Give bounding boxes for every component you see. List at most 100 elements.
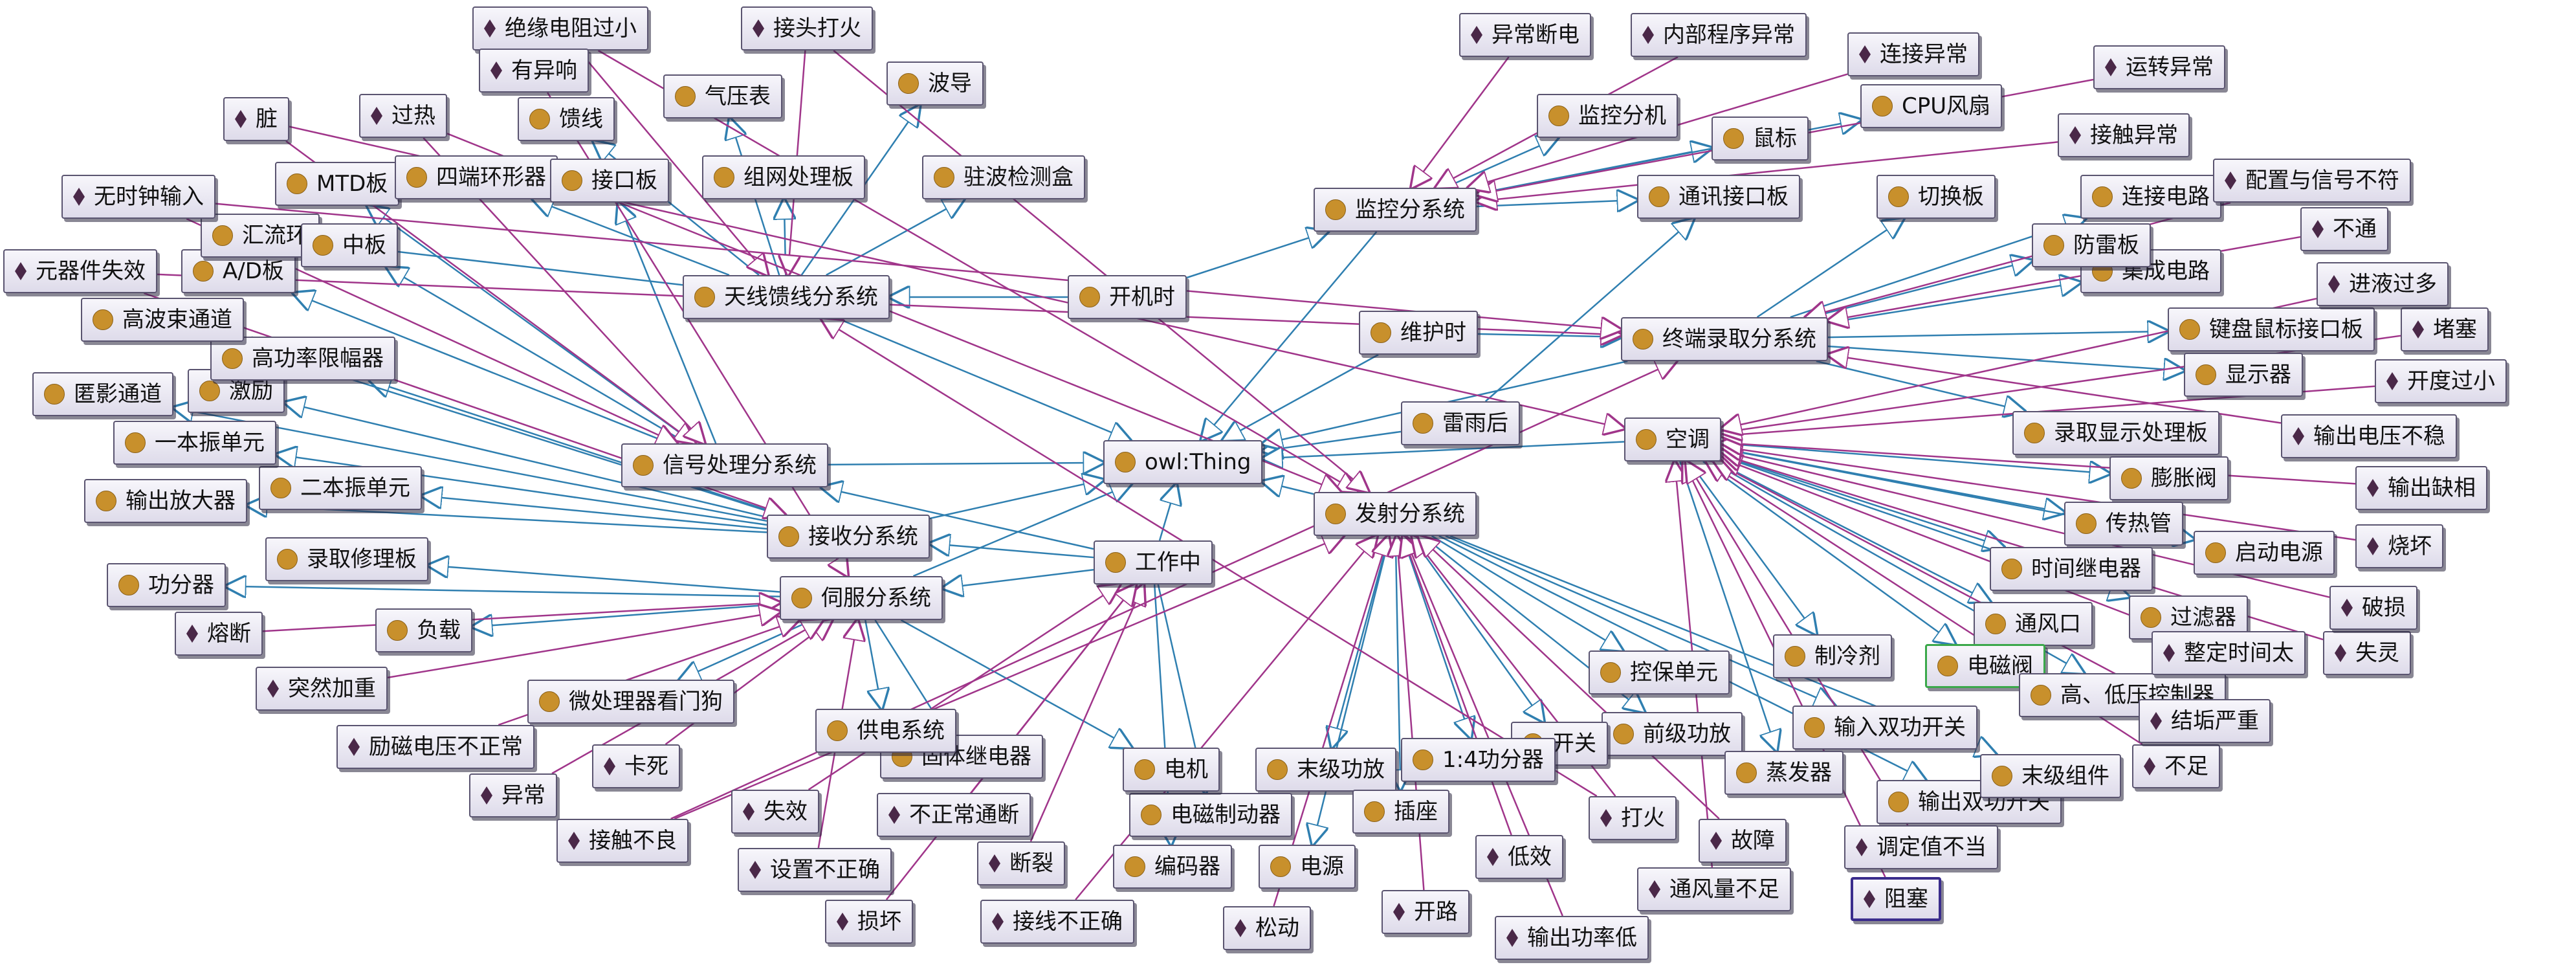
class-node-thing[interactable]: owl:Thing (1103, 440, 1263, 484)
class-node-zhongban[interactable]: 中板 (301, 223, 398, 267)
individual-node-p_kasi[interactable]: 卡死 (592, 744, 680, 788)
class-node-gongfen14[interactable]: 1:4功分器 (1401, 738, 1556, 782)
individual-node-p_buzhengchang[interactable]: 不正常通断 (877, 793, 1031, 837)
individual-node-p_jueyuan[interactable]: 绝缘电阻过小 (472, 6, 648, 50)
class-node-jicheng[interactable]: 集成电路 (2080, 249, 2221, 293)
class-node-qiehuan[interactable]: 切换板 (1877, 175, 1996, 219)
individual-node-p_zang[interactable]: 脏 (223, 97, 289, 141)
individual-node-p_posun[interactable]: 破损 (2329, 586, 2417, 630)
individual-node-p_shezhi[interactable]: 设置不正确 (738, 848, 892, 892)
individual-node-p_kaidu[interactable]: 开度过小 (2375, 359, 2507, 403)
individual-node-p_dusai[interactable]: 堵塞 (2401, 307, 2489, 351)
individual-node-p_yunzhuan[interactable]: 运转异常 (2093, 45, 2225, 89)
class-node-cpufan[interactable]: CPU风扇 (1860, 84, 2003, 128)
individual-node-p_shaohuai[interactable]: 烧坏 (2355, 524, 2443, 568)
individual-node-p_rongduan[interactable]: 熔断 (175, 612, 263, 656)
individual-node-p_jietou[interactable]: 接头打火 (741, 6, 873, 50)
class-node-jianhaofen[interactable]: 监控分机 (1537, 94, 1678, 138)
individual-node-p_buzu[interactable]: 不足 (2132, 744, 2220, 788)
individual-node-p_jiechuyc[interactable]: 接触异常 (2058, 113, 2190, 157)
class-node-kuixian[interactable]: 馈线 (518, 97, 615, 141)
class-node-chazuo[interactable]: 插座 (1352, 790, 1449, 834)
class-node-weichu[interactable]: 微处理器看门狗 (527, 680, 734, 724)
class-node-qianji[interactable]: 前级功放 (1602, 712, 1743, 756)
class-node-tianxian[interactable]: 天线馈线分系统 (683, 275, 890, 319)
individual-node-p_yuanqijian[interactable]: 元器件失效 (3, 249, 157, 293)
class-node-shuru[interactable]: 输入双功开关 (1792, 706, 1977, 750)
individual-node-p_dahuo[interactable]: 打火 (1589, 796, 1677, 840)
individual-node-p_shiling[interactable]: 失灵 (2323, 631, 2411, 675)
class-node-qiyabiao[interactable]: 气压表 (663, 74, 782, 118)
class-node-fuzai[interactable]: 负载 (375, 608, 472, 652)
individual-node-p_yichangdd[interactable]: 异常断电 (1459, 13, 1591, 57)
individual-node-p_neibu[interactable]: 内部程序异常 (1631, 13, 1807, 57)
class-node-dianyuan[interactable]: 电源 (1259, 845, 1356, 889)
class-node-qidong[interactable]: 启动电源 (2194, 531, 2335, 575)
individual-node-p_kailu[interactable]: 开路 (1382, 890, 1470, 934)
individual-node-p_dixiao[interactable]: 低效 (1475, 835, 1563, 879)
class-node-shuchufd[interactable]: 输出放大器 (84, 479, 247, 523)
class-node-moji[interactable]: 末级功放 (1255, 748, 1396, 792)
individual-node-p_lici[interactable]: 励磁电压不正常 (336, 725, 534, 769)
class-node-yingxiang[interactable]: 匿影通道 (32, 372, 173, 416)
class-node-xinhao[interactable]: 信号处理分系统 (621, 443, 828, 487)
individual-node-p_shuchugl[interactable]: 输出功率低 (1495, 916, 1649, 960)
class-node-gongdian[interactable]: 供电系统 (815, 709, 956, 753)
class-node-yiben[interactable]: 一本振单元 (113, 421, 276, 465)
class-node-dianci[interactable]: 电磁制动器 (1129, 793, 1292, 837)
class-node-jieshou[interactable]: 接收分系统 (767, 515, 930, 559)
class-node-huiliu[interactable]: 汇流环 (201, 214, 320, 258)
class-node-tongxun[interactable]: 通讯接口板 (1637, 175, 1800, 219)
individual-node-p_jinye[interactable]: 进液过多 (2317, 262, 2449, 306)
class-node-siduan[interactable]: 四端环形器 (395, 155, 558, 199)
class-node-zhongduan[interactable]: 终端录取分系统 (1621, 317, 1828, 361)
class-node-diancifa[interactable]: 电磁阀 (1925, 644, 2045, 688)
individual-node-p_turan[interactable]: 突然加重 (256, 667, 388, 711)
class-node-gaogonglv[interactable]: 高功率限幅器 (210, 337, 395, 381)
individual-node-p_sunhuai[interactable]: 损坏 (825, 900, 913, 944)
class-node-weihu[interactable]: 维护时 (1359, 311, 1478, 355)
class-node-mojizu[interactable]: 末级组件 (1980, 754, 2121, 798)
individual-node-p_tiaoding[interactable]: 调定值不当 (1844, 825, 1998, 869)
individual-node-p_zuse[interactable]: 阻塞 (1851, 877, 1941, 921)
individual-node-p_yichang[interactable]: 异常 (469, 773, 557, 817)
individual-node-p_youyixiang[interactable]: 有异响 (479, 49, 589, 93)
class-node-jiekou[interactable]: 接口板 (550, 159, 669, 203)
individual-node-p_songdong[interactable]: 松动 (1223, 906, 1311, 950)
individual-node-p_jiegou[interactable]: 结垢严重 (2139, 699, 2271, 743)
class-node-tongfeng[interactable]: 通风口 (1974, 602, 2093, 646)
individual-node-p_wushizhong[interactable]: 无时钟输入 (61, 175, 215, 219)
class-node-shijian[interactable]: 时间继电器 (1990, 547, 2153, 591)
class-node-gaobo[interactable]: 高波束通道 (81, 298, 244, 342)
class-node-shubiao[interactable]: 鼠标 (1712, 117, 1809, 161)
class-node-fashe[interactable]: 发射分系统 (1314, 492, 1477, 536)
individual-node-p_jiexian[interactable]: 接线不正确 (980, 900, 1134, 944)
class-node-dianji[interactable]: 电机 (1123, 748, 1220, 792)
individual-node-p_peizhi[interactable]: 配置与信号不符 (2213, 159, 2411, 203)
class-node-erben[interactable]: 二本振单元 (259, 466, 422, 510)
class-node-lianjiedl[interactable]: 连接电路 (2080, 175, 2221, 219)
class-node-mtd[interactable]: MTD板 (275, 162, 400, 206)
individual-node-p_duanlie[interactable]: 断裂 (977, 841, 1065, 885)
class-node-kongbao[interactable]: 控保单元 (1589, 650, 1730, 695)
class-node-kaiji[interactable]: 开机时 (1068, 275, 1187, 319)
class-node-zhileng[interactable]: 制冷剂 (1773, 634, 1892, 678)
individual-node-p_jiechu[interactable]: 接触不良 (556, 819, 688, 863)
individual-node-p_lianjieyc[interactable]: 连接异常 (1847, 32, 1979, 76)
individual-node-p_guzhang[interactable]: 故障 (1699, 819, 1787, 863)
class-node-luqu[interactable]: 录取显示处理板 (2012, 411, 2219, 455)
class-node-zhubo[interactable]: 驻波检测盒 (922, 155, 1085, 199)
class-node-zuwang[interactable]: 组网处理板 (702, 155, 865, 199)
class-node-leiyu[interactable]: 雷雨后 (1401, 401, 1520, 445)
individual-node-p_butong[interactable]: 不通 (2300, 207, 2388, 251)
class-node-kongtiao[interactable]: 空调 (1624, 417, 1721, 461)
class-node-jiankong[interactable]: 监控分系统 (1314, 188, 1477, 232)
class-node-bianma[interactable]: 编码器 (1113, 845, 1232, 889)
class-node-luqu2[interactable]: 录取修理板 (265, 537, 428, 581)
class-node-zhengfa[interactable]: 蒸发器 (1724, 751, 1844, 795)
individual-node-p_shixiao[interactable]: 失效 (731, 790, 819, 834)
class-node-fangleiban[interactable]: 防雷板 (2032, 223, 2151, 267)
individual-node-p_tongfengl[interactable]: 通风量不足 (1637, 867, 1791, 911)
individual-node-p_guore[interactable]: 过热 (359, 94, 447, 138)
